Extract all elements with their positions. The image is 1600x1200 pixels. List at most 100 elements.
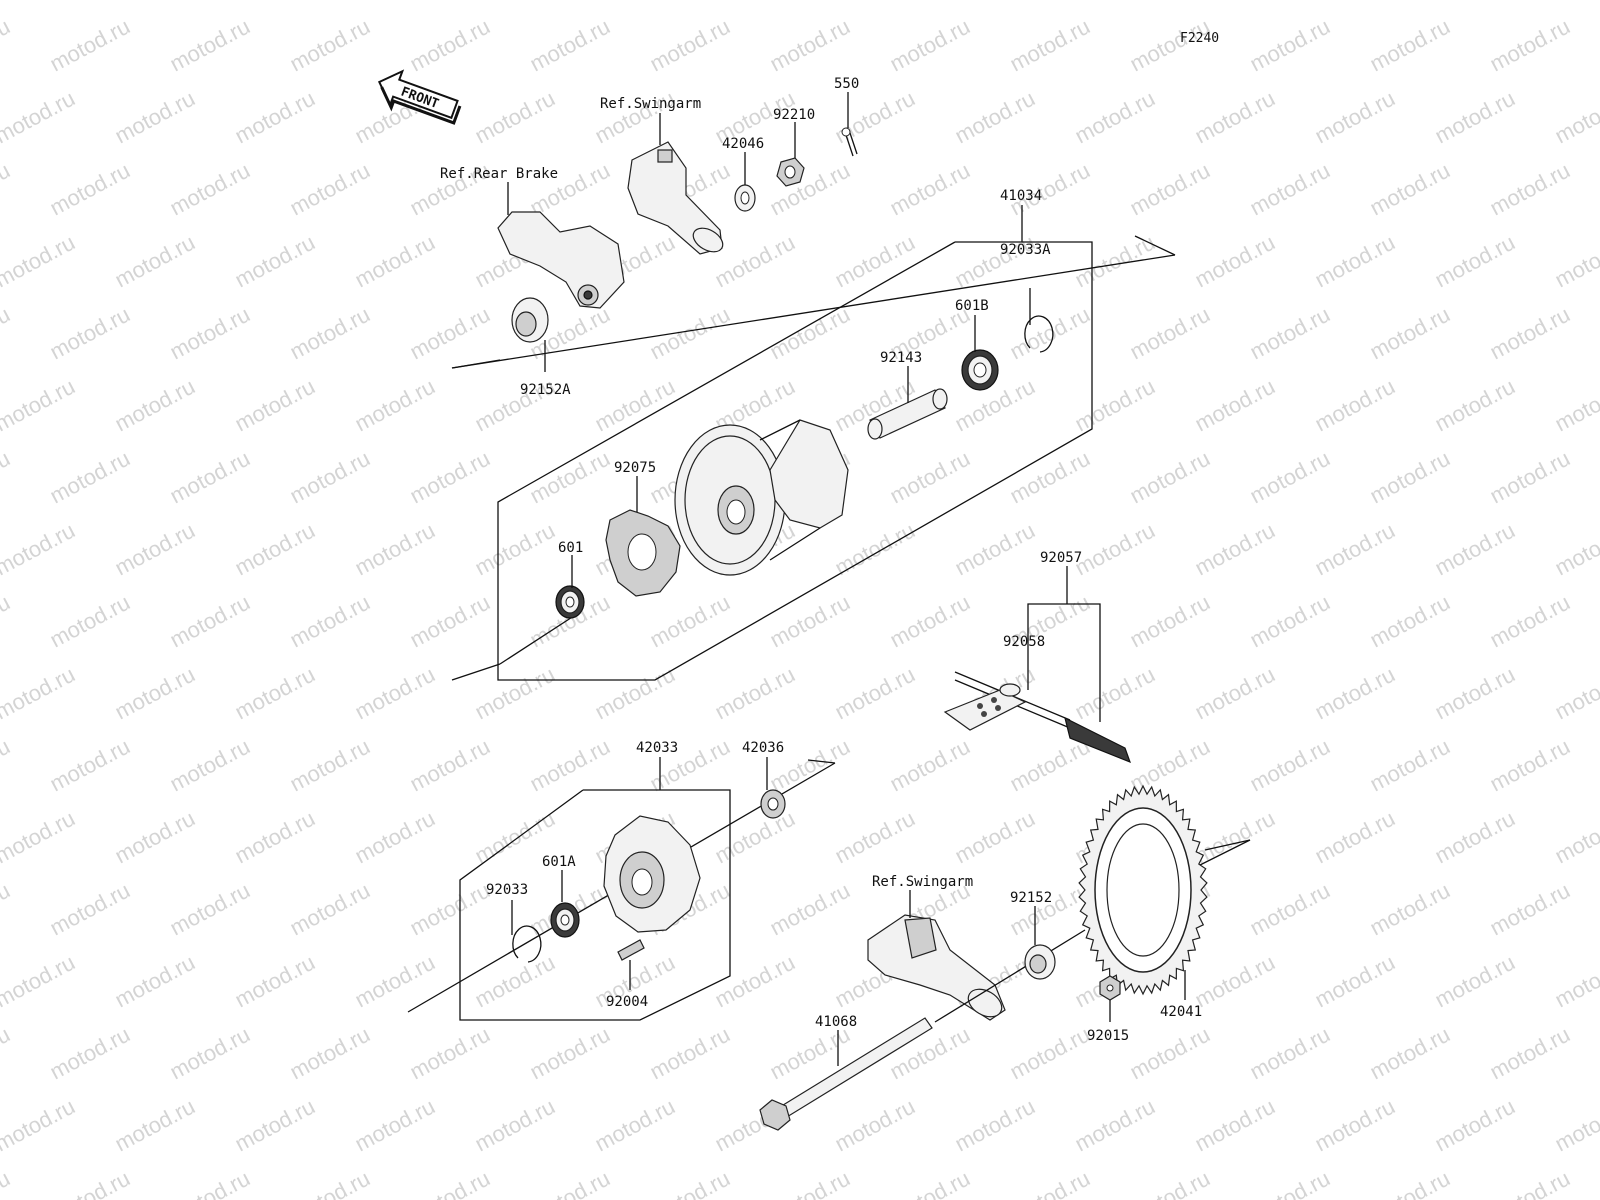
watermark-text: motod.ru	[1246, 158, 1334, 221]
watermark-text: motod.ru	[1486, 734, 1574, 797]
watermark-text: motod.ru	[286, 302, 374, 365]
watermark-text: motod.ru	[166, 878, 254, 941]
watermark-text: motod.ru	[646, 590, 734, 653]
watermark-text: motod.ru	[0, 806, 79, 869]
watermark-text: motod.ru	[1551, 230, 1600, 293]
watermark-text: motod.ru	[1551, 374, 1600, 437]
watermark-text: motod.ru	[471, 950, 559, 1013]
watermark-text: motod.ru	[1366, 590, 1454, 653]
watermark-text: motod.ru	[46, 590, 134, 653]
watermark-text: motod.ru	[1431, 806, 1519, 869]
label-92152: 92152	[1010, 890, 1052, 906]
collar-92152a	[511, 297, 549, 372]
watermark-text: motod.ru	[166, 1166, 254, 1200]
watermark-text: motod.ru	[951, 86, 1039, 149]
watermark-text: motod.ru	[1071, 374, 1159, 437]
label-92057: 92057	[1040, 550, 1082, 566]
watermark-text: motod.ru	[526, 14, 614, 77]
watermark-text: motod.ru	[286, 158, 374, 221]
watermark-text: motod.ru	[1191, 806, 1279, 869]
watermark-text: motod.ru	[166, 158, 254, 221]
watermark-text: motod.ru	[1551, 518, 1600, 581]
watermark-text: motod.ru	[1006, 14, 1094, 77]
watermark-text: motod.ru	[1126, 1022, 1214, 1085]
watermark-text: motod.ru	[1366, 1022, 1454, 1085]
watermark-text: motod.ru	[1311, 950, 1399, 1013]
watermark-text: motod.ru	[1311, 230, 1399, 293]
watermark-text: motod.ru	[886, 446, 974, 509]
watermark-text: motod.ru	[1311, 374, 1399, 437]
watermark-text: motod.ru	[1191, 230, 1279, 293]
nut-92210	[776, 122, 805, 187]
watermark-text: motod.ru	[831, 230, 919, 293]
watermark-text: motod.ru	[1006, 878, 1094, 941]
watermark-text: motod.ru	[471, 1094, 559, 1157]
watermark-text: motod.ru	[1431, 518, 1519, 581]
watermark-text: motod.ru	[1126, 302, 1214, 365]
watermark-text: motod.ru	[766, 158, 854, 221]
watermark-text: motod.ru	[831, 1094, 919, 1157]
watermark-text: motod.ru	[1191, 662, 1279, 725]
watermark-text: motod.ru	[1431, 230, 1519, 293]
nut-92015	[1099, 975, 1121, 1022]
watermark-text: motod.ru	[111, 86, 199, 149]
watermark-text: motod.ru	[0, 878, 14, 941]
watermark-text: motod.ru	[286, 590, 374, 653]
watermark-text: motod.ru	[111, 1094, 199, 1157]
watermark-text: motod.ru	[526, 1022, 614, 1085]
bearing-601a	[550, 870, 580, 938]
watermark-text: motod.ru	[231, 1094, 319, 1157]
watermark-text: motod.ru	[831, 86, 919, 149]
watermark-text: motod.ru	[406, 446, 494, 509]
watermark-text: motod.ru	[46, 1166, 134, 1200]
watermark-text: motod.ru	[1366, 734, 1454, 797]
watermark-text: motod.ru	[831, 806, 919, 869]
stud-92004	[617, 939, 645, 990]
ref-rear-brake: Ref.Rear Brake	[440, 166, 558, 182]
watermark-text: motod.ru	[951, 374, 1039, 437]
watermark-text: motod.ru	[111, 0, 199, 4]
watermark-text: motod.ru	[1486, 1166, 1574, 1200]
watermark-text: motod.ru	[766, 878, 854, 941]
watermark-text: motod.ru	[1311, 86, 1399, 149]
watermark-text: motod.ru	[1431, 662, 1519, 725]
ref-swingarm-top: Ref.Swingarm	[600, 96, 701, 112]
watermark-text: motod.ru	[1126, 734, 1214, 797]
watermark-text: motod.ru	[886, 158, 974, 221]
spacer-92143	[867, 366, 948, 440]
watermark-text: motod.ru	[886, 1022, 974, 1085]
watermark-text: motod.ru	[46, 302, 134, 365]
upper-assembly-frame	[451, 205, 1176, 681]
watermark-text: motod.ru	[1246, 878, 1334, 941]
watermark-text: motod.ru	[766, 302, 854, 365]
watermark-text: motod.ru	[406, 1022, 494, 1085]
ref-swingarm-bottom: Ref.Swingarm	[872, 874, 973, 890]
watermark-text: motod.ru	[1191, 950, 1279, 1013]
watermark-text: motod.ru	[951, 1094, 1039, 1157]
watermark-text: motod.ru	[471, 0, 559, 4]
watermark-text: motod.ru	[471, 518, 559, 581]
watermark-text: motod.ru	[166, 590, 254, 653]
watermark-text: motod.ru	[1191, 374, 1279, 437]
watermark-text: motod.ru	[1071, 518, 1159, 581]
watermark-text: motod.ru	[711, 662, 799, 725]
watermark-text: motod.ru	[951, 806, 1039, 869]
watermark-text: motod.ru	[0, 302, 14, 365]
watermark-text: motod.ru	[1126, 158, 1214, 221]
watermark-text: motod.ru	[0, 86, 79, 149]
watermark-text: motod.ru	[231, 230, 319, 293]
watermark-text: motod.ru	[646, 1166, 734, 1200]
watermark-text: motod.ru	[1191, 86, 1279, 149]
watermark-text: motod.ru	[1486, 1022, 1574, 1085]
watermark-text: motod.ru	[166, 302, 254, 365]
label-92033a: 92033A	[1000, 242, 1051, 258]
watermark-text: motod.ru	[406, 734, 494, 797]
sprocket-42041	[1078, 784, 1251, 1000]
watermark-text: motod.ru	[231, 86, 319, 149]
watermark-text: motod.ru	[471, 662, 559, 725]
watermark-text: motod.ru	[471, 86, 559, 149]
watermark-text: motod.ru	[1311, 0, 1399, 4]
rear-hub-41034	[674, 419, 849, 576]
watermark-text: motod.ru	[231, 374, 319, 437]
watermark-text: motod.ru	[46, 878, 134, 941]
